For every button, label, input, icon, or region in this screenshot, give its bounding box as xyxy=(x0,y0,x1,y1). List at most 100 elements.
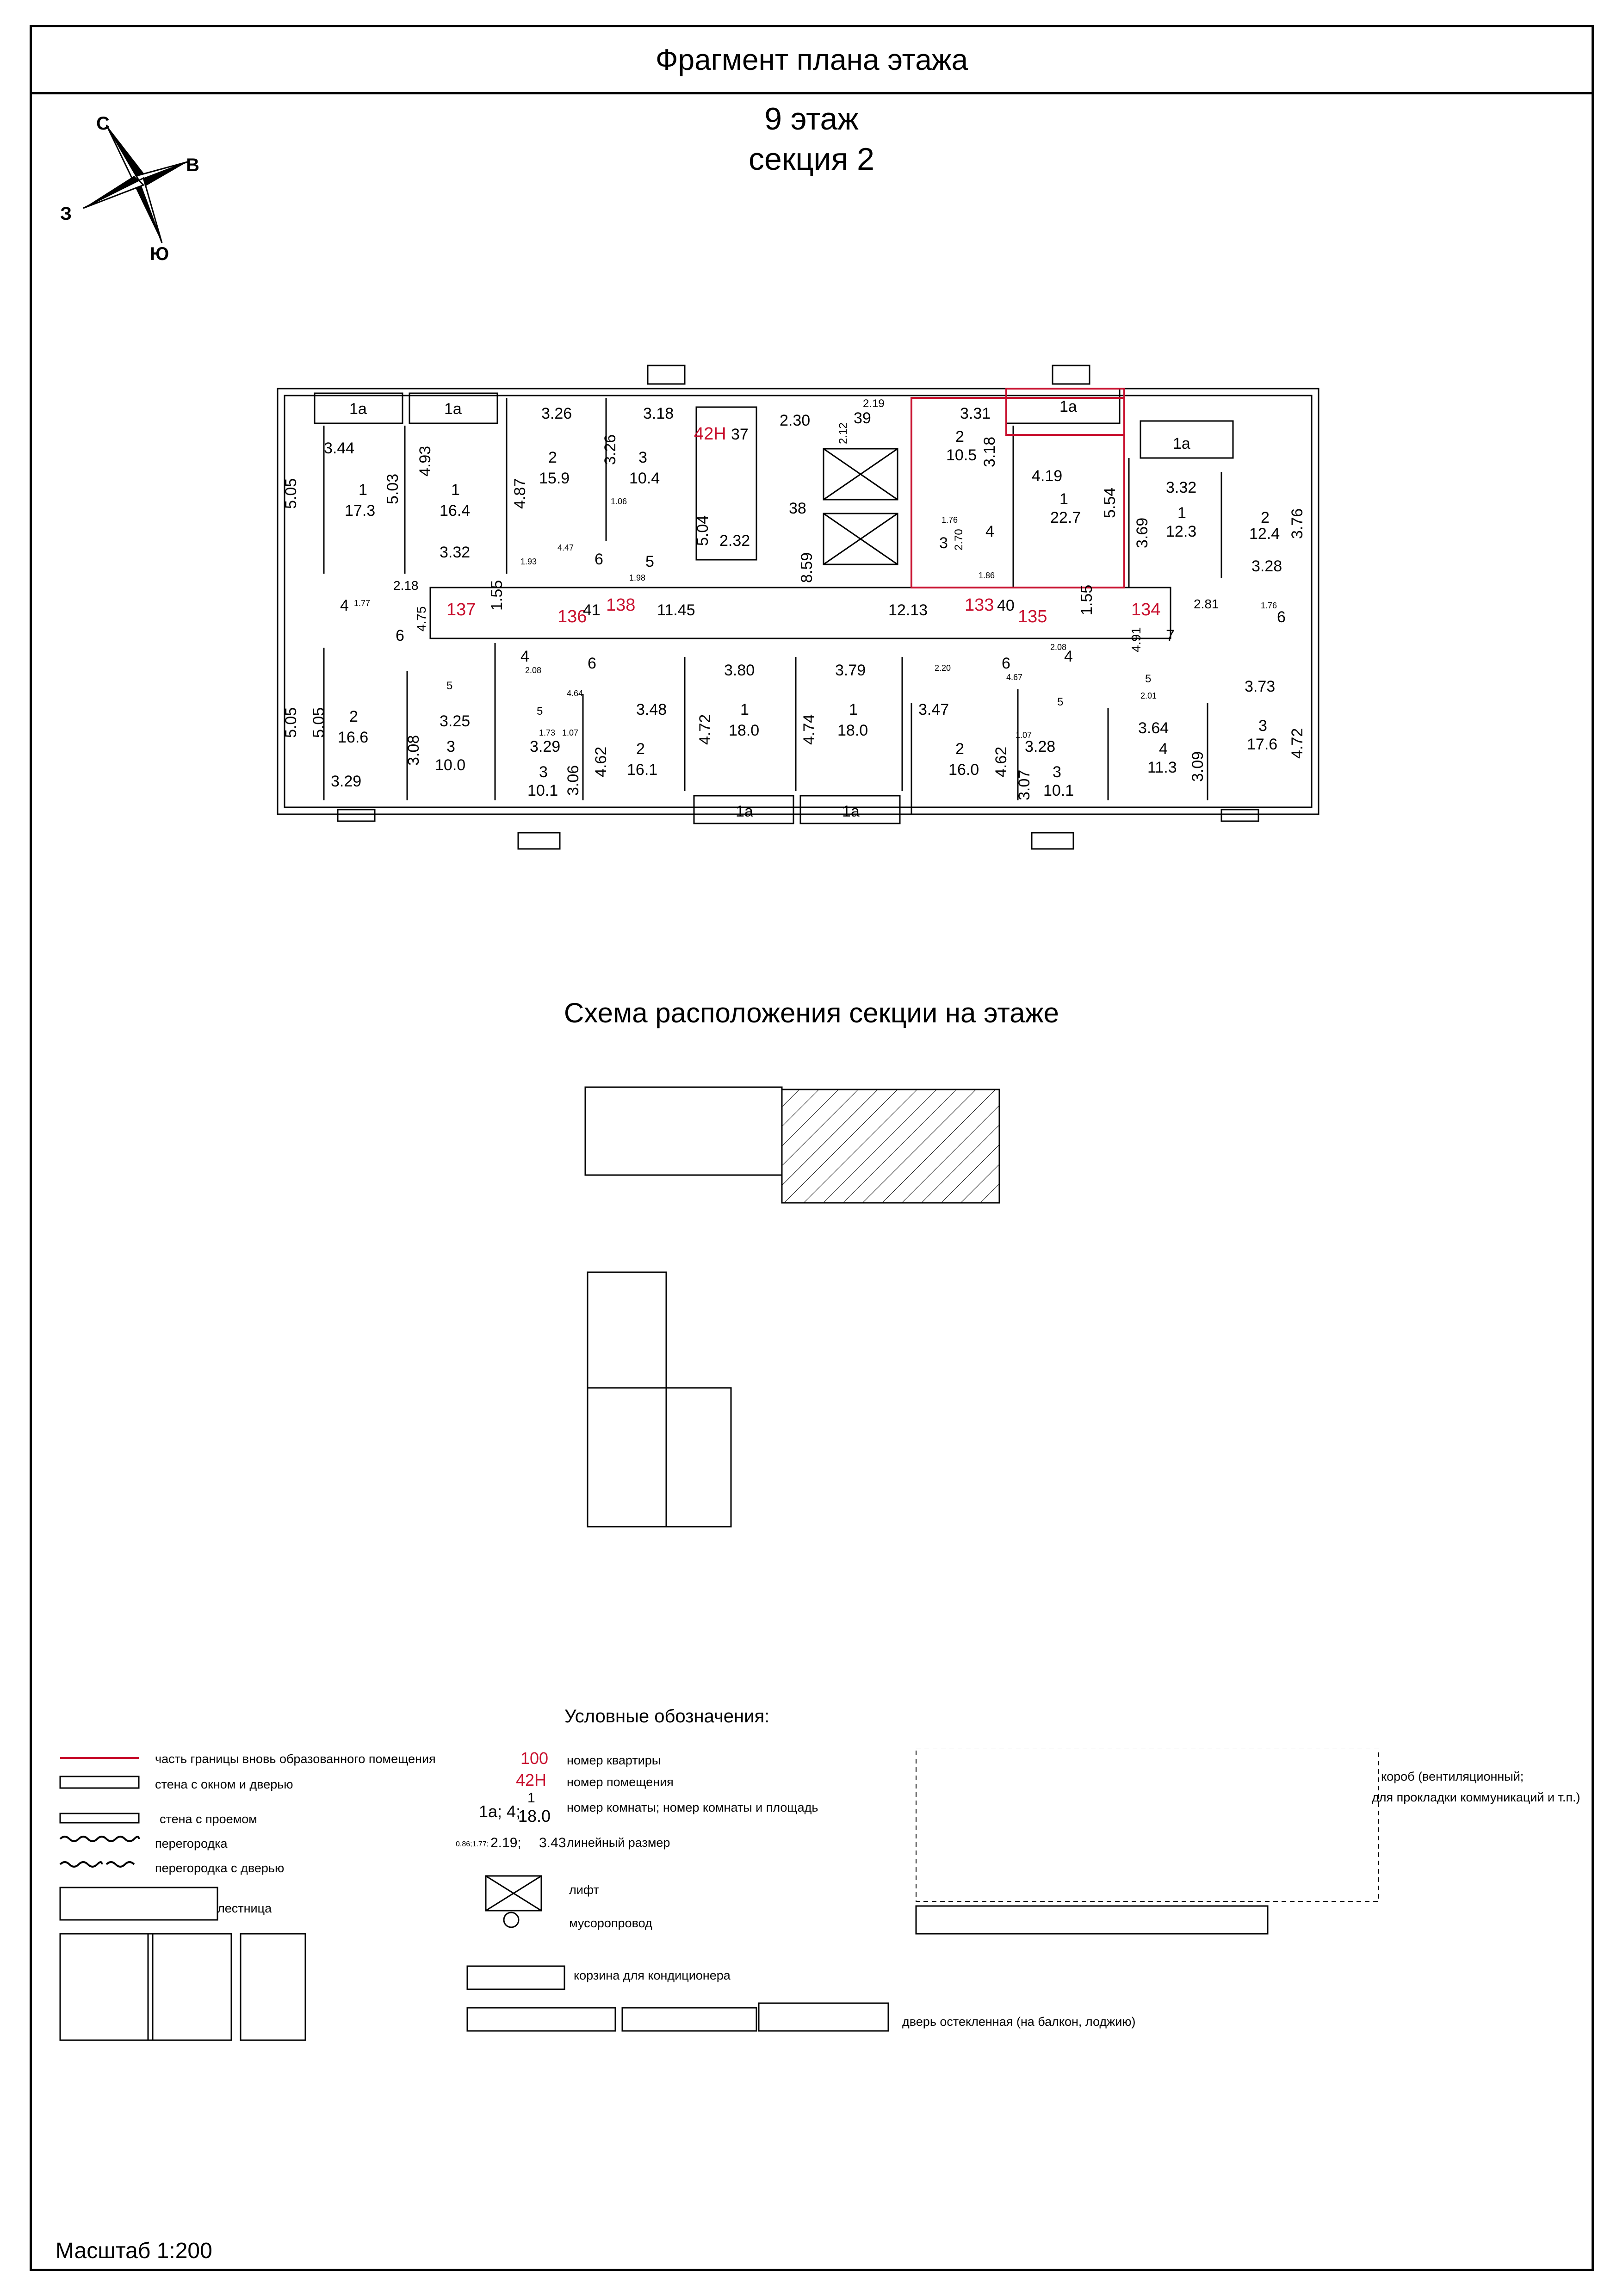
dim-label: 5.05 xyxy=(282,478,300,509)
dim-label: 3.29 xyxy=(331,773,361,790)
room-number: 4 xyxy=(1064,648,1073,665)
dim-label: 4.75 xyxy=(414,606,428,632)
balcony-label: 1а xyxy=(736,803,753,820)
dim-label: 3.28 xyxy=(1025,738,1055,755)
room-area: 12.3 xyxy=(1166,523,1196,540)
scale-label: Масштаб 1:200 xyxy=(56,2239,212,2263)
room-number: 3 xyxy=(446,738,455,755)
legend-glazed-door: дверь остекленная (на балкон, лоджию) xyxy=(902,2015,1136,2029)
legend-dim: линейный размер xyxy=(567,1836,670,1850)
room-number: 39 xyxy=(854,409,871,427)
dim-label: 2.20 xyxy=(935,663,951,673)
dim-label: 3.06 xyxy=(564,765,582,796)
room-number: 4 xyxy=(520,648,529,665)
apartment-number: 137 xyxy=(446,600,476,619)
room-number: 3 xyxy=(539,763,548,781)
dim-label: 3.80 xyxy=(724,662,755,679)
legend-premise: номер помещения xyxy=(567,1775,674,1789)
room-area: 17.6 xyxy=(1247,736,1277,753)
balcony-label: 1а xyxy=(349,400,367,418)
dim-label: 4.47 xyxy=(558,543,574,552)
legend-room: номер комнаты; номер комнаты и площадь xyxy=(567,1801,818,1814)
apartment-number: 138 xyxy=(606,595,635,615)
room-area: 16.4 xyxy=(440,502,470,520)
dim-label: 4.19 xyxy=(1032,467,1062,485)
room-number: 3 xyxy=(1258,717,1267,735)
dim-label: 3.26 xyxy=(541,405,572,422)
dim-label: 3.18 xyxy=(643,405,674,422)
compass-n: С xyxy=(96,113,110,134)
new-premise-boundary xyxy=(911,397,1125,588)
dim-label: 3.32 xyxy=(1166,479,1196,496)
legend-title: Условные обозначения: xyxy=(564,1706,770,1727)
room-area: 10.1 xyxy=(527,782,558,799)
dim-label: 2.81 xyxy=(1194,597,1219,611)
legend-dim-sample-b: 2.19; xyxy=(490,1835,521,1850)
room-area: 12.4 xyxy=(1249,525,1280,543)
room-number: 6 xyxy=(595,551,603,568)
room-number: 3 xyxy=(1053,763,1061,781)
room-area: 17.3 xyxy=(345,502,375,520)
dim-label: 3.26 xyxy=(601,434,619,465)
dim-label: 11.45 xyxy=(657,601,695,619)
room-number: 5 xyxy=(446,680,452,692)
dim-label: 1.98 xyxy=(629,573,645,582)
room-number: 2 xyxy=(349,708,358,725)
room-number: 37 xyxy=(731,426,749,443)
dim-label: 3.32 xyxy=(440,544,470,561)
room-number: 5 xyxy=(1145,673,1151,685)
room-area: 16.1 xyxy=(627,761,657,779)
dim-label: 3.76 xyxy=(1288,508,1306,539)
dim-label: 2.32 xyxy=(719,532,750,550)
room-area: 18.0 xyxy=(729,722,759,739)
dim-label: 3.48 xyxy=(636,701,667,718)
legend-apt: номер квартиры xyxy=(567,1753,661,1767)
room-area: 16.6 xyxy=(338,729,368,746)
room-number: 2 xyxy=(1261,509,1270,526)
dim-label: 2.08 xyxy=(1050,643,1066,652)
dim-label: 5.04 xyxy=(694,515,712,546)
dim-label: 4.62 xyxy=(992,747,1010,777)
dim-label: 3.09 xyxy=(1189,751,1207,782)
dim-label: 1.55 xyxy=(1078,585,1096,615)
scheme-title: Схема расположения секции на этаже xyxy=(564,997,1059,1028)
compass-rose-icon: С В Ю З xyxy=(60,113,199,264)
room-area: 18.0 xyxy=(837,722,868,739)
apartment-number: 135 xyxy=(1018,607,1047,626)
dim-label: 1.93 xyxy=(520,557,537,566)
dim-label: 3.31 xyxy=(960,405,991,422)
room-number: 1 xyxy=(849,701,858,718)
legend-duct-a: короб (вентиляционный; xyxy=(1381,1770,1524,1783)
dim-label: 3.08 xyxy=(405,735,422,766)
room-number: 2 xyxy=(636,740,645,758)
room-number: 7 xyxy=(1166,627,1175,644)
dim-label: 2.12 xyxy=(837,422,849,444)
room-area: 15.9 xyxy=(539,470,570,487)
dim-label: 3.73 xyxy=(1245,678,1275,695)
balcony-label: 1а xyxy=(444,400,462,418)
room-number: 1 xyxy=(740,701,749,718)
room-number: 6 xyxy=(1002,655,1010,672)
compass-w: З xyxy=(60,204,72,224)
premise-number: 42Н xyxy=(694,424,726,444)
dim-label: 1.55 xyxy=(488,580,506,611)
dim-label: 1.07 xyxy=(1016,730,1032,740)
room-number: 3 xyxy=(638,449,647,466)
dim-label: 1.06 xyxy=(611,497,627,506)
compass-s: Ю xyxy=(150,244,169,264)
dim-label: 3.47 xyxy=(918,701,949,718)
room-area: 11.3 xyxy=(1147,759,1177,776)
legend-room-sample-c: 18.0 xyxy=(518,1807,551,1826)
legend-stair: лестница xyxy=(217,1901,272,1915)
room-area: 22.7 xyxy=(1050,509,1081,526)
dim-label: 1.86 xyxy=(979,571,995,580)
legend-lift: лифт xyxy=(569,1883,599,1897)
room-number: 4 xyxy=(985,523,994,540)
room-number: 4 xyxy=(1159,740,1168,758)
dim-label: 4.72 xyxy=(1288,728,1306,759)
room-number: 3 xyxy=(939,534,948,552)
floor-number: 9 этаж xyxy=(764,101,859,136)
section-number: секция 2 xyxy=(748,142,875,177)
legend-red-border: часть границы вновь образованного помеще… xyxy=(155,1752,436,1766)
balcony-label: 1а xyxy=(1059,398,1077,415)
